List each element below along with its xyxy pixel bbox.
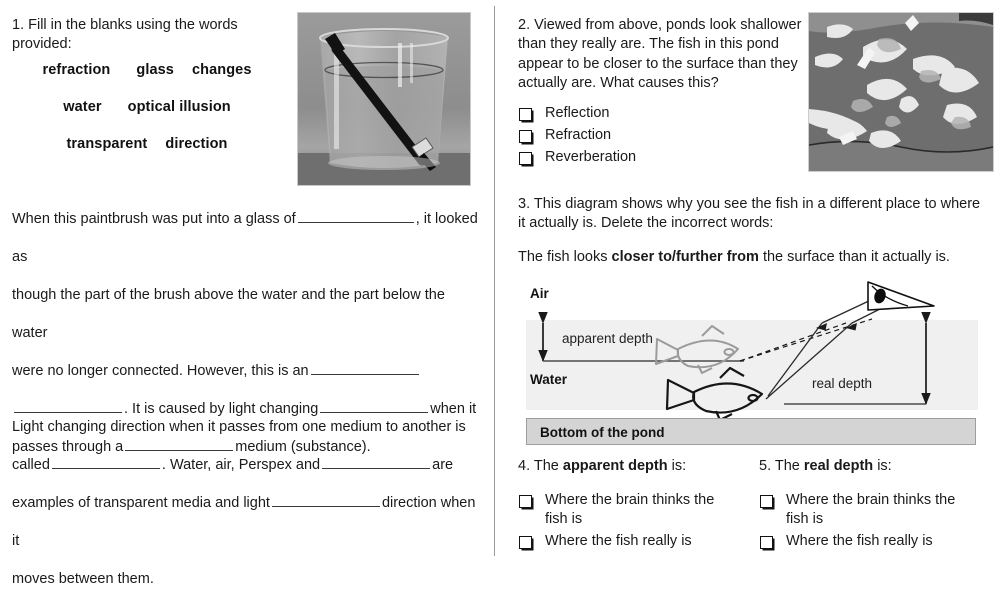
pond-bottom-label: Bottom of the pond: [540, 425, 665, 440]
question-5-heading: 5. The real depth is:: [759, 458, 1000, 474]
option-row[interactable]: Where the brain thinks the fish is: [759, 491, 1000, 529]
p1-s5: . It is caused by light changing: [124, 401, 319, 417]
p2-s5: examples of transparent media and light: [12, 495, 270, 511]
option-row[interactable]: Reverberation: [518, 148, 636, 167]
word-optical-illusion: optical illusion: [127, 99, 231, 115]
question-3-heading: 3. This diagram shows why you see the fi…: [518, 196, 981, 232]
fill-in-paragraph-1: When this paintbrush was put into a glas…: [12, 200, 482, 466]
option-label: Reflection: [545, 105, 610, 121]
blank-1[interactable]: [297, 208, 414, 223]
question-2-options: Reflection Refraction Reverberation: [518, 104, 636, 170]
p1-s7: passes through a: [12, 439, 124, 455]
checkbox-icon[interactable]: [760, 495, 773, 508]
word-refraction: refraction: [42, 62, 111, 78]
option-label: Where the brain thinks the fish is: [786, 492, 956, 528]
checkbox-icon[interactable]: [519, 495, 532, 508]
pond-bottom-bar: Bottom of the pond: [526, 418, 976, 445]
word-changes: changes: [191, 62, 252, 78]
q4-bold-term: apparent depth: [562, 458, 668, 474]
word-bank-row-2: water optical illusion: [14, 99, 280, 115]
p2-s7: moves between them.: [12, 571, 154, 587]
q4-prefix: 4. The: [518, 458, 563, 474]
diagram-vectors: [538, 281, 935, 422]
fill-in-paragraph-2: Light changing direction when it passes …: [12, 408, 482, 598]
word-transparent: transparent: [66, 136, 148, 152]
p2-s1: Light changing direction when it passes …: [12, 419, 466, 435]
option-label: Refraction: [545, 127, 612, 144]
p1-s8: medium (substance).: [235, 439, 371, 455]
q4-suffix: is:: [667, 458, 687, 474]
diagram-label-apparent-depth: apparent depth: [562, 331, 653, 346]
option-row[interactable]: Where the fish really is: [759, 532, 1000, 551]
checkbox-icon[interactable]: [519, 130, 532, 144]
word-direction: direction: [165, 136, 228, 152]
blank-3[interactable]: [14, 398, 122, 413]
p2-s2: called: [12, 457, 50, 473]
checkbox-icon[interactable]: [519, 108, 532, 121]
q3-suffix: the surface than it actually is.: [758, 249, 950, 265]
questions-4-and-5: 4. The apparent depth is: Where the brai…: [518, 458, 1000, 554]
option-row[interactable]: Where the brain thinks the fish is: [518, 491, 759, 529]
checkbox-icon[interactable]: [760, 536, 773, 550]
diagram-label-real-depth: real depth: [812, 376, 873, 391]
option-label: Where the fish really is: [786, 533, 933, 550]
word-glass: glass: [136, 62, 174, 78]
question-3-sentence: The fish looks closer to/further from th…: [518, 249, 996, 265]
p1-s6: when it: [430, 401, 477, 417]
left-column: 1. Fill in the blanks using the words pr…: [0, 0, 492, 587]
blank-6[interactable]: [51, 454, 160, 469]
diagram-label-air: Air: [530, 286, 549, 301]
blank-4[interactable]: [320, 398, 429, 413]
question-2-heading: 2. Viewed from above, ponds look shallow…: [518, 17, 802, 91]
checkbox-icon[interactable]: [519, 536, 532, 550]
q3-prefix: The fish looks: [518, 249, 612, 265]
refraction-diagram: Air Water apparent depth real depth Bott…: [516, 276, 986, 448]
option-label: Reverberation: [545, 149, 637, 166]
blank-7[interactable]: [322, 454, 431, 469]
word-water: water: [63, 99, 102, 115]
option-label: Where the brain thinks the fish is: [545, 492, 715, 528]
question-4-block: 4. The apparent depth is: Where the brai…: [518, 458, 759, 554]
p1-s3: though the part of the brush above the w…: [12, 287, 445, 341]
p2-s6: direction when it: [12, 495, 476, 549]
q5-prefix: 5. The: [759, 458, 804, 474]
blank-5[interactable]: [125, 436, 234, 451]
p1-s1: When this paintbrush was put into a glas…: [12, 211, 296, 227]
p2-s3: . Water, air, Perspex and: [161, 457, 321, 473]
blank-8[interactable]: [271, 492, 380, 507]
q5-suffix: is:: [873, 458, 892, 474]
word-bank-row-3: transparent direction: [14, 136, 280, 152]
word-bank-row-1: refraction glass changes: [14, 62, 280, 78]
p1-s4: were no longer connected. However, this …: [12, 363, 309, 379]
checkbox-icon[interactable]: [519, 152, 532, 166]
q3-delete-choice[interactable]: closer to/further from: [611, 249, 759, 265]
option-row[interactable]: Where the fish really is: [518, 532, 759, 551]
question-1-heading: 1. Fill in the blanks using the words pr…: [12, 17, 238, 53]
diagram-label-water: Water: [530, 372, 568, 387]
blank-2[interactable]: [310, 360, 419, 375]
question-5-block: 5. The real depth is: Where the brain th…: [759, 458, 1000, 554]
pond-fish-image: [808, 12, 994, 172]
option-row[interactable]: Reflection: [518, 104, 636, 123]
word-bank: refraction glass changes water optical illu…: [14, 62, 280, 173]
column-divider: [494, 6, 495, 556]
q5-bold-term: real depth: [803, 458, 874, 474]
option-label: Where the fish really is: [545, 533, 692, 550]
question-4-heading: 4. The apparent depth is:: [518, 458, 759, 474]
paintbrush-in-glass-image: [297, 12, 471, 186]
p1-s2: , it looked as: [12, 211, 478, 265]
p2-s4: are: [432, 457, 454, 473]
right-column: 2. Viewed from above, ponds look shallow…: [506, 0, 1000, 560]
option-row[interactable]: Refraction: [518, 126, 636, 145]
